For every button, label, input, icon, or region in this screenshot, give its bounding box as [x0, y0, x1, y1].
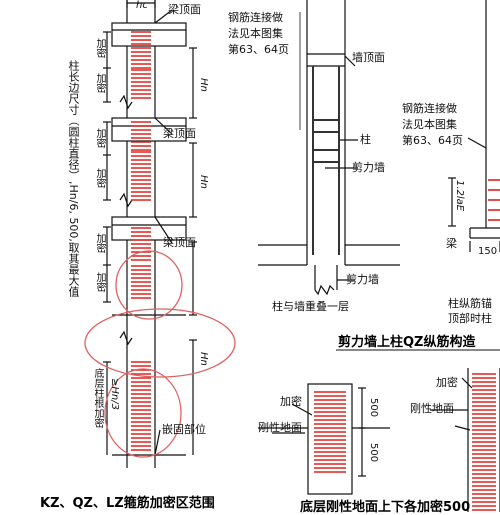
column-label: 柱	[360, 133, 371, 146]
right-note-2: 法见本图集	[402, 118, 457, 131]
anchor-note-1: 柱纵筋锚	[448, 297, 492, 310]
middle-note-1: 钢筋连接做	[228, 11, 283, 24]
middle-note-3: 第63、64页	[228, 43, 289, 56]
jiami-2: 加密	[94, 73, 105, 93]
jiami-5: 加密	[94, 233, 105, 253]
side-note: 柱长边尺寸（圆柱直径）,Hn/6, 500,取其最大值	[67, 60, 80, 297]
dim-12lae: 1.2laE	[454, 180, 465, 212]
jiami-4: 加密	[94, 168, 105, 188]
shear-wall-label-1: 剪力墙	[352, 161, 385, 174]
dim-hc: hc	[136, 0, 148, 11]
bottom-rigid-left: 刚性地面	[258, 421, 302, 434]
beam-top-label-1: 梁顶面	[168, 3, 201, 16]
dim-hn-2: Hn	[198, 175, 209, 189]
dim-500-a: 500	[368, 398, 379, 418]
jiami-3: 加密	[94, 128, 105, 148]
right-note-3: 第63、64页	[402, 134, 463, 147]
beam-label: 梁	[446, 237, 457, 250]
beam-top-label-3: 梁顶面	[163, 236, 196, 249]
stirrups-left	[131, 31, 151, 451]
jiami-1: 加密	[94, 38, 105, 58]
middle-note-2: 法见本图集	[228, 27, 283, 40]
jiami-6: 加密	[94, 272, 105, 292]
wall-top-label: 墙顶面	[352, 51, 385, 64]
beam-top-label-2: 梁顶面	[163, 127, 196, 140]
embed-label: 嵌固部位	[162, 423, 206, 436]
shear-wall-label-2: 剪力墙	[346, 273, 379, 286]
bottom-rigid-right: 刚性地面	[410, 402, 454, 415]
dim-hn-1: Hn	[198, 78, 209, 92]
bottom-jiami-left: 加密	[280, 395, 302, 408]
bottom-root-note: 底层柱根加密	[92, 368, 103, 428]
bottom-jiami-right: 加密	[436, 376, 458, 389]
bottom-caption: 底层刚性地面上下各加密500	[300, 500, 471, 515]
right-note-1: 钢筋连接做	[402, 102, 457, 115]
dim-150: 150	[478, 246, 498, 257]
right-caption: 剪力墙上柱QZ纵筋构造	[338, 335, 476, 350]
dim-hn-3: Hn	[198, 352, 209, 366]
left-caption: KZ、QZ、LZ箍筋加密区范围	[40, 496, 215, 511]
dim-500-b: 500	[368, 443, 379, 463]
dim-hn-third: ≥Hn/3	[109, 378, 120, 410]
overlap-label: 柱与墙重叠一层	[272, 300, 349, 313]
anchor-note-2: 顶部时柱	[448, 312, 492, 325]
